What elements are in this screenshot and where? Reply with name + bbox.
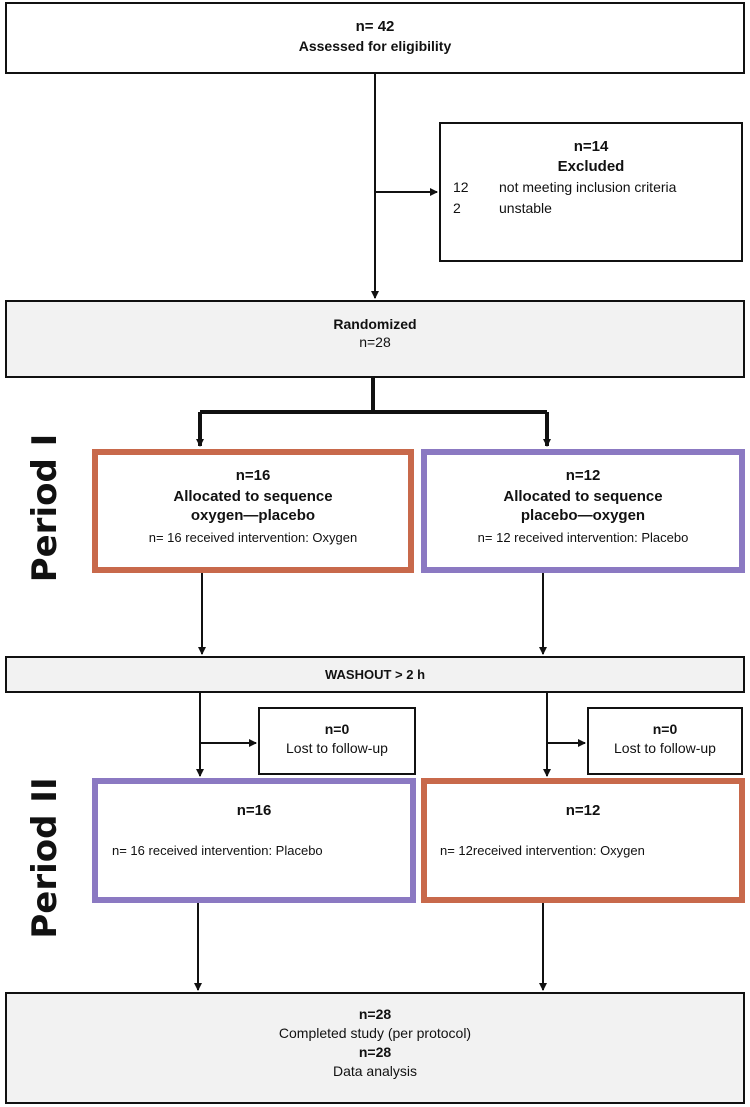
final-analysis-label: Data analysis: [332, 1063, 418, 1079]
period1-left-count: n=16: [235, 467, 271, 484]
excluded-reason-count: 2: [453, 200, 461, 216]
period1-right-title: Allocated to sequence: [503, 488, 663, 505]
period1-right-received: n= 12 received intervention: Placebo: [477, 530, 689, 545]
excluded-box: n=14 Excluded 12 not meeting inclusion c…: [439, 122, 743, 262]
excluded-reason-row: 12 not meeting inclusion criteria: [453, 177, 741, 198]
period1-left-title: Allocated to sequence: [173, 488, 333, 505]
lost-left-box: n=0 Lost to follow-up: [258, 707, 416, 775]
lost-right-box: n=0 Lost to follow-up: [587, 707, 743, 775]
lost-left-label: Lost to follow-up: [286, 740, 388, 756]
excluded-reason-text: not meeting inclusion criteria: [499, 179, 677, 195]
lost-right-label: Lost to follow-up: [614, 740, 716, 756]
assessed-label: Assessed for eligibility: [298, 38, 452, 54]
lost-left-count: n=0: [324, 721, 350, 737]
period1-right-box: n=12 Allocated to sequence placebo—oxyge…: [421, 449, 745, 573]
period2-left-received: n= 16 received intervention: Placebo: [112, 843, 323, 858]
assessed-count: n= 42: [355, 18, 395, 35]
washout-label: WASHOUT > 2 h: [324, 667, 426, 682]
randomized-box: Randomized n=28: [5, 300, 745, 378]
period-1-label: Period I: [25, 433, 65, 583]
period1-left-sequence: oxygen—placebo: [190, 507, 316, 524]
period-2-label: Period II: [25, 777, 65, 939]
excluded-reason-row: 2 unstable: [453, 198, 741, 219]
period1-left-received: n= 16 received intervention: Oxygen: [148, 530, 358, 545]
final-analysis-count: n=28: [358, 1044, 392, 1060]
lost-right-count: n=0: [652, 721, 678, 737]
period2-left-count: n=16: [236, 802, 272, 819]
excluded-reasons: 12 not meeting inclusion criteria 2 unst…: [441, 177, 741, 219]
final-completed-label: Completed study (per protocol): [278, 1025, 472, 1041]
randomized-label: Randomized: [333, 316, 417, 332]
period1-right-sequence: placebo—oxygen: [520, 507, 646, 524]
period2-left-box: n=16 n= 16 received intervention: Placeb…: [92, 778, 416, 903]
period2-right-count: n=12: [565, 802, 601, 819]
excluded-reason-text: unstable: [499, 200, 552, 216]
randomized-count: n=28: [359, 334, 391, 350]
final-completed-count: n=28: [358, 1006, 392, 1022]
period1-left-box: n=16 Allocated to sequence oxygen—placeb…: [92, 449, 414, 573]
period2-right-box: n=12 n= 12received intervention: Oxygen: [421, 778, 745, 903]
excluded-count: n=14: [573, 138, 609, 155]
period2-right-received: n= 12received intervention: Oxygen: [440, 843, 645, 858]
period1-right-count: n=12: [565, 467, 601, 484]
excluded-reason-count: 12: [453, 179, 469, 195]
assessed-box: n= 42 Assessed for eligibility: [5, 2, 745, 74]
excluded-label: Excluded: [557, 158, 625, 175]
final-box: n=28 Completed study (per protocol) n=28…: [5, 992, 745, 1104]
washout-box: WASHOUT > 2 h: [5, 656, 745, 693]
